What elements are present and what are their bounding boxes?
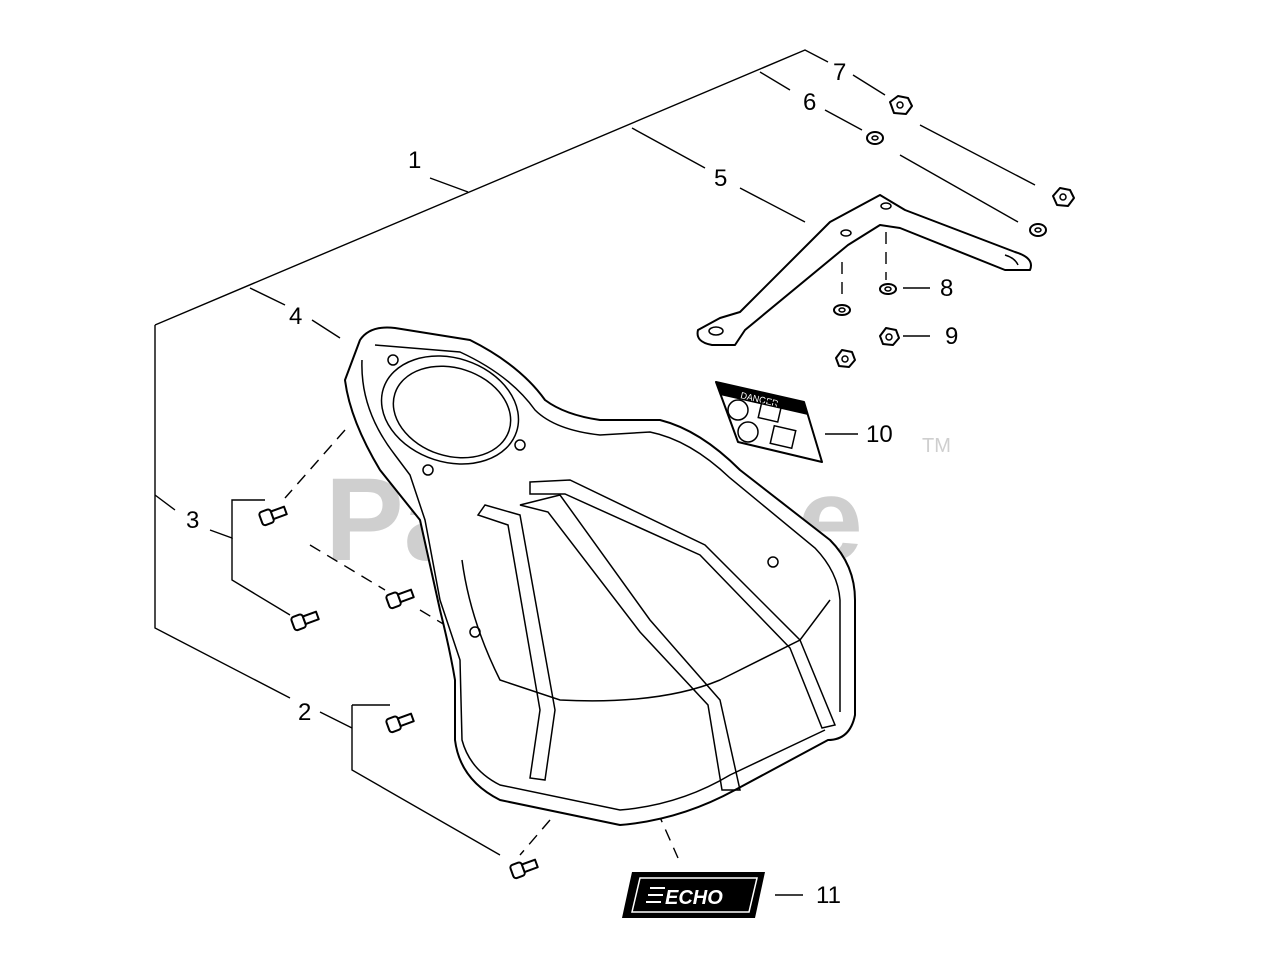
washer-item-6 bbox=[866, 131, 1047, 237]
callout-4: 4 bbox=[289, 303, 302, 330]
callout-labels: 1 2 3 4 5 6 7 8 9 10 11 bbox=[186, 59, 958, 909]
shield-bracket bbox=[696, 194, 1032, 346]
callout-9: 9 bbox=[945, 323, 958, 350]
callout-7: 7 bbox=[833, 59, 846, 86]
callout-3: 3 bbox=[186, 507, 199, 534]
washer-item-8 bbox=[833, 283, 897, 316]
debris-shield bbox=[344, 326, 856, 826]
screws bbox=[258, 505, 539, 880]
danger-decal: DANGER bbox=[715, 381, 823, 463]
screw-item-2 bbox=[385, 712, 539, 880]
callout-2: 2 bbox=[298, 699, 311, 726]
callout-1: 1 bbox=[408, 147, 421, 174]
nut-item-9 bbox=[835, 327, 900, 368]
callout-5: 5 bbox=[714, 165, 727, 192]
echo-decal-text: ECHO bbox=[665, 887, 723, 909]
nut-item-7 bbox=[889, 95, 1075, 207]
watermark-trademark: TM bbox=[922, 435, 951, 457]
screw-item-3 bbox=[258, 505, 415, 632]
hardware bbox=[833, 95, 1075, 368]
echo-decal: ECHO bbox=[622, 872, 765, 918]
callout-11: 11 bbox=[816, 882, 841, 909]
callout-6: 6 bbox=[803, 89, 816, 116]
callout-8: 8 bbox=[940, 275, 953, 302]
callout-10: 10 bbox=[866, 421, 893, 448]
